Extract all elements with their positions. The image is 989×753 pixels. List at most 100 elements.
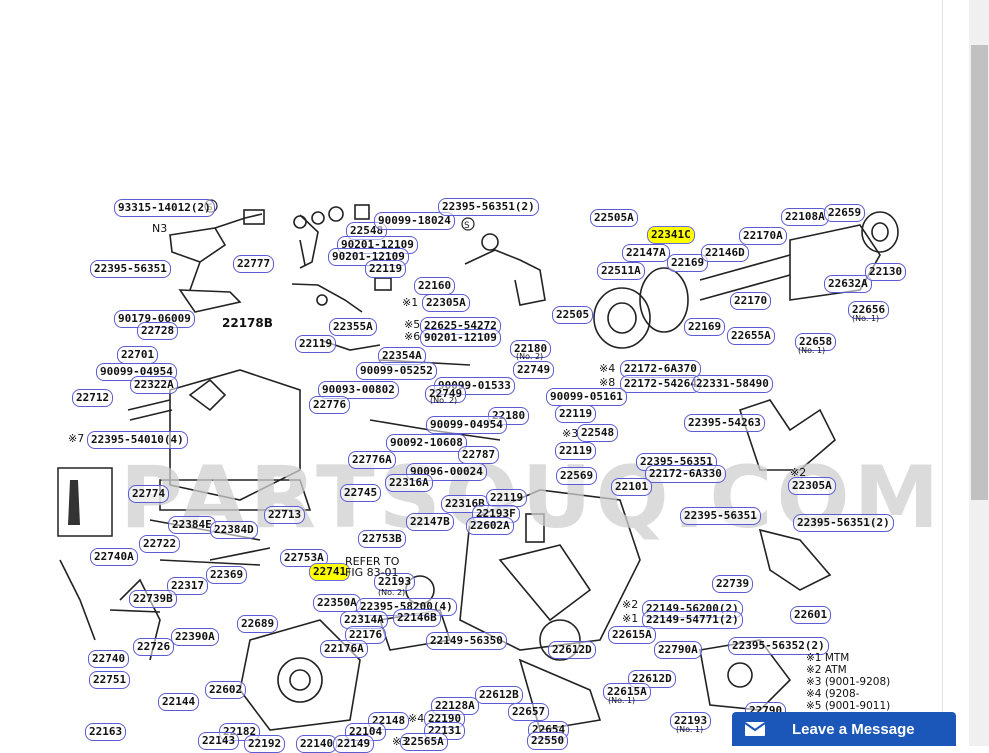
scrollbar-thumb[interactable] xyxy=(971,45,988,500)
part-label[interactable]: 22172-54264 xyxy=(620,375,701,393)
part-label[interactable]: 22701 xyxy=(117,346,159,364)
part-label[interactable]: 22728 xyxy=(137,322,179,340)
part-label[interactable]: 22119 xyxy=(555,405,597,423)
part-label[interactable]: 22180 xyxy=(510,340,552,358)
part-label[interactable]: 22169 xyxy=(684,318,726,336)
part-label[interactable]: 22384D xyxy=(210,521,258,539)
part-label-highlighted[interactable]: 22341C xyxy=(647,226,695,244)
part-label[interactable]: 22615A xyxy=(603,683,651,701)
part-label[interactable]: 90099-04954 xyxy=(426,416,507,434)
part-label[interactable]: 22658 xyxy=(795,333,837,351)
part-label[interactable]: 22745 xyxy=(340,484,382,502)
part-label[interactable]: 22753A xyxy=(280,549,328,567)
part-label[interactable]: 22144 xyxy=(158,693,200,711)
part-label[interactable]: 22739B xyxy=(129,590,177,608)
part-label[interactable]: 22689 xyxy=(237,615,279,633)
part-label[interactable]: 22331-58490 xyxy=(692,375,773,393)
part-label[interactable]: 22147A xyxy=(622,244,670,262)
part-label[interactable]: 22511A xyxy=(597,262,645,280)
part-label[interactable]: 22193 xyxy=(374,573,416,591)
part-label[interactable]: 22146D xyxy=(701,244,749,262)
part-label[interactable]: 22395-56352(2) xyxy=(728,637,829,655)
part-label[interactable]: 22548 xyxy=(577,424,619,442)
part-label[interactable]: 22178B xyxy=(222,316,273,330)
part-label[interactable]: 22774 xyxy=(128,485,170,503)
part-label[interactable]: 22655A xyxy=(727,327,775,345)
part-label[interactable]: 22659 xyxy=(824,204,866,222)
part-label[interactable]: 22350A xyxy=(313,594,361,612)
part-label[interactable]: 22369 xyxy=(206,566,248,584)
part-label[interactable]: 22384E xyxy=(168,516,216,534)
part-label[interactable]: 22108A xyxy=(781,208,829,226)
part-label[interactable]: 90099-18024 xyxy=(374,212,455,230)
part-label-highlighted[interactable]: 22741 xyxy=(309,563,351,581)
part-label[interactable]: 22119 xyxy=(295,335,337,353)
part-label[interactable]: 22176A xyxy=(320,640,368,658)
part-label[interactable]: 22390A xyxy=(171,628,219,646)
part-label[interactable]: 22777 xyxy=(233,255,275,273)
part-label[interactable]: 93315-14012(2) xyxy=(114,199,215,217)
part-label[interactable]: 22147B xyxy=(406,513,454,531)
part-label[interactable]: 22656 xyxy=(848,301,890,319)
part-label[interactable]: 90201-12109 xyxy=(420,329,501,347)
part-label[interactable]: 22740 xyxy=(88,650,130,668)
part-label[interactable]: 22143 xyxy=(198,732,240,750)
part-label[interactable]: 22316A xyxy=(385,474,433,492)
part-label[interactable]: 22395-56351 xyxy=(90,260,171,278)
part-label[interactable]: 22172-6A370 xyxy=(620,360,701,378)
part-label[interactable]: 22740A xyxy=(90,548,138,566)
part-label[interactable]: 22314A xyxy=(340,611,388,629)
part-label[interactable]: 22739 xyxy=(712,575,754,593)
part-label[interactable]: 22149 xyxy=(333,735,375,753)
part-label[interactable]: 22149-56350 xyxy=(426,632,507,650)
part-label[interactable]: 22119 xyxy=(365,260,407,278)
part-label[interactable]: 22776A xyxy=(348,451,396,469)
part-label[interactable]: 90092-10608 xyxy=(386,434,467,452)
part-label[interactable]: 22602A xyxy=(466,517,514,535)
part-label[interactable]: 22130 xyxy=(865,263,907,281)
part-label[interactable]: 22602 xyxy=(205,681,247,699)
leave-message-button[interactable]: Leave a Message xyxy=(732,712,956,746)
part-label[interactable]: 22632A xyxy=(824,275,872,293)
part-label[interactable]: 22170A xyxy=(739,227,787,245)
part-label[interactable]: 22787 xyxy=(458,446,500,464)
part-label[interactable]: 22569 xyxy=(556,467,598,485)
part-label[interactable]: 22170 xyxy=(730,292,772,310)
part-label[interactable]: 22149-54771(2) xyxy=(642,611,743,629)
part-label[interactable]: 22790A xyxy=(654,641,702,659)
part-label[interactable]: 22163 xyxy=(85,723,127,741)
part-label[interactable]: 22550 xyxy=(527,732,569,750)
part-label[interactable]: 22322A xyxy=(130,376,178,394)
part-label[interactable]: 22169 xyxy=(667,254,709,272)
part-label[interactable]: 22753B xyxy=(358,530,406,548)
part-label[interactable]: 90099-05252 xyxy=(356,362,437,380)
part-label[interactable]: 22726 xyxy=(133,638,175,656)
part-label[interactable]: 22749 xyxy=(425,385,467,403)
part-label[interactable]: 22395-56351 xyxy=(680,507,761,525)
part-label[interactable]: 22722 xyxy=(139,535,181,553)
part-label[interactable]: 22305A xyxy=(788,477,836,495)
part-label[interactable]: 22395-56351(2) xyxy=(793,514,894,532)
part-label[interactable]: 22317 xyxy=(167,577,209,595)
part-label[interactable]: 22305A xyxy=(422,294,470,312)
part-label[interactable]: 22395-54263 xyxy=(684,414,765,432)
part-label[interactable]: 22749 xyxy=(513,361,555,379)
part-label[interactable]: 22192 xyxy=(244,735,286,753)
part-label[interactable]: 22751 xyxy=(89,671,131,689)
part-label[interactable]: 22172-6A330 xyxy=(645,465,726,483)
part-label[interactable]: 22160 xyxy=(414,277,456,295)
part-label[interactable]: 22713 xyxy=(264,506,306,524)
part-label[interactable]: 22119 xyxy=(486,489,528,507)
part-label[interactable]: 22395-54010(4) xyxy=(87,431,188,449)
part-label[interactable]: 22612D xyxy=(548,641,596,659)
part-label[interactable]: 22612B xyxy=(475,686,523,704)
part-label[interactable]: 22193 xyxy=(670,712,712,730)
part-label[interactable]: 22712 xyxy=(72,389,114,407)
part-label[interactable]: 90093-00802 xyxy=(318,381,399,399)
part-label[interactable]: 90099-05161 xyxy=(546,388,627,406)
part-label[interactable]: 22776 xyxy=(309,396,351,414)
part-label[interactable]: 22505A xyxy=(590,209,638,227)
part-label[interactable]: 22395-56351(2) xyxy=(438,198,539,216)
part-label[interactable]: 22146B xyxy=(393,609,441,627)
part-label[interactable]: 22140 xyxy=(296,735,338,753)
